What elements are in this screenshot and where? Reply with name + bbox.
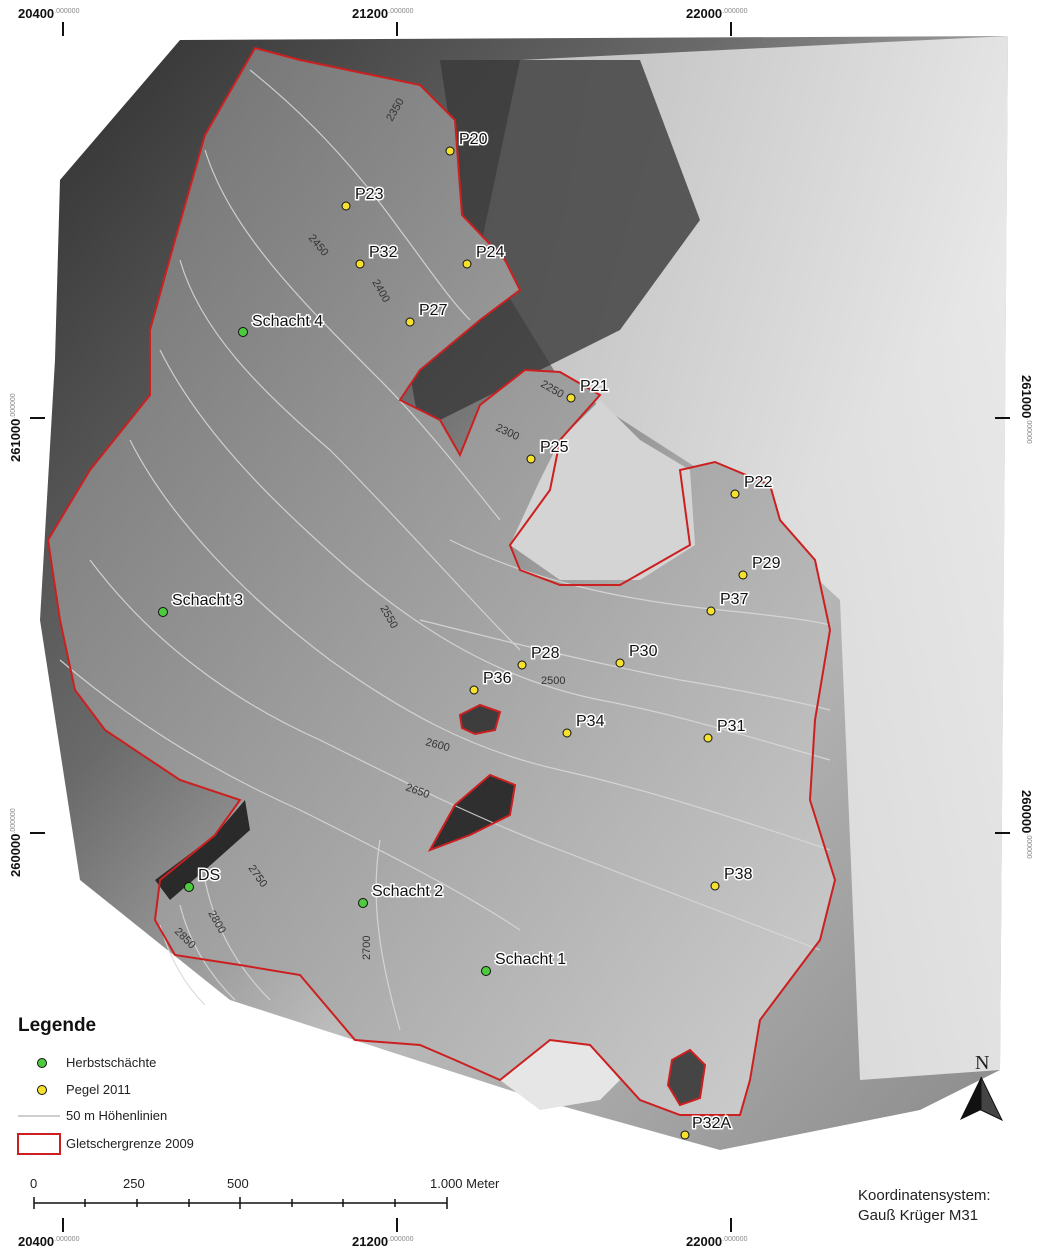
- scale-label-250: 250: [123, 1176, 145, 1191]
- north-label: N: [975, 1052, 990, 1074]
- grid-y-left-2: 260000.000000: [8, 808, 23, 877]
- pegel-point[interactable]: P23: [341, 185, 385, 211]
- grid-ticks: [30, 22, 1010, 1232]
- legend-herbst-swatch: [37, 1058, 47, 1068]
- point-label: DS: [198, 867, 220, 884]
- point-label: P20: [459, 131, 488, 148]
- pegel-point[interactable]: P28: [517, 644, 561, 670]
- grid-labels-top: 20400.000000 21200.000000 22000.000000: [18, 6, 748, 21]
- point-label: P31: [717, 718, 746, 735]
- legend-title: Legende: [18, 1015, 97, 1036]
- pegel-point[interactable]: P34: [562, 712, 606, 738]
- pegel-points: P20 P23 P32 P24 P27 P21 P25 P22 P29 P37 …: [341, 130, 782, 1140]
- pegel-point[interactable]: P37: [706, 590, 750, 616]
- coordinate-system-line1: Koordinatensystem:: [858, 1187, 991, 1204]
- pegel-point[interactable]: P32: [355, 243, 399, 269]
- herbst-point[interactable]: Schacht 2: [358, 882, 445, 908]
- point-label: P23: [355, 186, 384, 203]
- herbst-point[interactable]: Schacht 3: [158, 591, 245, 617]
- coordinate-system-line2: Gauß Krüger M31: [858, 1207, 979, 1224]
- pegel-point[interactable]: P31: [703, 717, 747, 743]
- point-label: Schacht 2: [372, 883, 443, 900]
- glacier-surface: [48, 48, 835, 1115]
- pegel-point[interactable]: P27: [405, 301, 449, 327]
- grid-labels-right: 261000.000000 260000.000000: [1019, 375, 1034, 859]
- point-label: P30: [629, 643, 658, 660]
- pegel-point[interactable]: P24: [462, 243, 506, 269]
- glacier-boundary-2009: [46, 46, 837, 1116]
- scale-bar: [33, 1197, 448, 1209]
- point-label: Schacht 4: [252, 313, 323, 330]
- north-arrow-icon: [960, 1076, 1004, 1122]
- grid-y-left-1: 261000.000000: [8, 393, 23, 462]
- legend-herbst-label: Herbstschächte: [66, 1055, 157, 1070]
- grid-x-bottom-1: 20400.000000: [18, 1234, 80, 1249]
- rock-island-south: [430, 775, 515, 850]
- point-label: P32A: [692, 1115, 731, 1132]
- point-label: Schacht 3: [172, 592, 243, 609]
- point-label: P36: [483, 670, 512, 687]
- legend-pegel-label: Pegel 2011: [66, 1082, 131, 1097]
- point-label: P37: [720, 591, 749, 608]
- grid-x-top-1: 20400.000000: [18, 6, 80, 21]
- scale-label-0: 0: [30, 1176, 38, 1191]
- pegel-point[interactable]: P20: [445, 130, 489, 156]
- contour-label: 2700: [361, 936, 373, 960]
- grid-x-top-2: 21200.000000: [352, 6, 414, 21]
- point-label: P27: [419, 302, 448, 319]
- pegel-point[interactable]: P25: [526, 438, 570, 464]
- scale-label-500: 500: [227, 1176, 249, 1191]
- point-label: P21: [580, 378, 609, 395]
- rock-island-east: [510, 400, 695, 580]
- point-label: P28: [531, 645, 560, 662]
- contour-label: 2500: [541, 675, 565, 687]
- herbst-point[interactable]: Schacht 1: [481, 950, 568, 976]
- pegel-point[interactable]: P38: [710, 865, 754, 891]
- pegel-point[interactable]: P22: [730, 473, 774, 499]
- grid-labels-left: 261000.000000 260000.000000: [8, 393, 23, 877]
- pegel-point[interactable]: P32A: [680, 1114, 733, 1140]
- herbst-points: Schacht 4 Schacht 3 DS Schacht 2 Schacht…: [158, 312, 568, 976]
- point-label: P32: [369, 244, 398, 261]
- rock-island-southeast: [668, 1050, 705, 1105]
- pegel-point[interactable]: P30: [615, 642, 659, 668]
- scale-label-1000: 1.000 Meter: [430, 1176, 500, 1191]
- rock-outcrop-southwest: [155, 800, 250, 900]
- grid-x-top-3: 22000.000000: [686, 6, 748, 21]
- point-label: P25: [540, 439, 569, 456]
- grid-y-right-2: 260000.000000: [1019, 790, 1034, 859]
- point-label: P24: [476, 244, 505, 261]
- grid-x-bottom-2: 21200.000000: [352, 1234, 414, 1249]
- legend-boundary-label: Gletschergrenze 2009: [66, 1136, 194, 1151]
- point-label: P34: [576, 713, 605, 730]
- point-label: P38: [724, 866, 753, 883]
- rock-island-center: [460, 705, 500, 734]
- grid-y-right-1: 261000.000000: [1019, 375, 1034, 444]
- point-label: P29: [752, 555, 781, 572]
- inner-boundaries: [427, 703, 707, 1107]
- pegel-point[interactable]: P29: [738, 554, 782, 580]
- legend-boundary-swatch: [17, 1133, 61, 1155]
- pegel-point[interactable]: P21: [566, 377, 610, 403]
- legend-symbols: [17, 1058, 61, 1155]
- herbst-point[interactable]: DS: [184, 866, 222, 892]
- herbst-point[interactable]: Schacht 4: [238, 312, 325, 337]
- legend-pegel-swatch: [37, 1085, 47, 1095]
- pegel-point[interactable]: P36: [469, 669, 513, 695]
- contour-lines: [59, 69, 831, 1031]
- rock-south-bay: [500, 1040, 620, 1110]
- grid-x-bottom-3: 22000.000000: [686, 1234, 748, 1249]
- grid-labels-bottom: 20400.000000 21200.000000 22000.000000: [18, 1234, 748, 1249]
- point-label: Schacht 1: [495, 951, 566, 968]
- northern-cliffs: [400, 60, 700, 430]
- point-label: P22: [744, 474, 773, 491]
- legend-contour-label: 50 m Höhenlinien: [66, 1108, 168, 1123]
